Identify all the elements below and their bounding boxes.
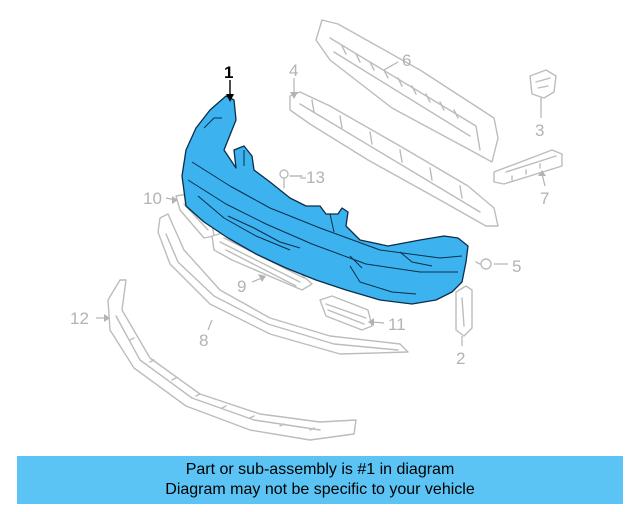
callout-labels: 1 2 3 4 5 6 7 8 9 10 11 12 13 (70, 51, 549, 368)
callout-3: 3 (535, 121, 544, 140)
part-2-bracket (455, 285, 473, 337)
callout-8: 8 (199, 331, 208, 350)
callout-12: 12 (70, 309, 89, 328)
part-13-bolt (279, 169, 303, 189)
callout-5: 5 (512, 257, 521, 276)
callout-10: 10 (143, 189, 162, 208)
part-12-lip-strip (107, 279, 357, 441)
banner-line-2: Diagram may not be specific to your vehi… (165, 481, 475, 498)
callout-1: 1 (224, 63, 233, 82)
banner-line-1: Part or sub-assembly is #1 in diagram (185, 461, 455, 478)
part-9-center-grille (211, 231, 313, 291)
parts-diagram: 1 2 3 4 5 6 7 8 9 10 11 12 13 (70, 19, 563, 441)
part-6-impact-bar (315, 19, 499, 163)
callout-2: 2 (456, 349, 465, 368)
callout-6: 6 (402, 51, 411, 70)
part-8-lower-spoiler (157, 213, 409, 355)
callout-11: 11 (388, 315, 406, 334)
callout-4: 4 (289, 61, 298, 80)
part-1-bumper-cover (181, 95, 469, 305)
part-11-right-grille (319, 295, 373, 331)
leader-lines (96, 61, 546, 346)
part-4-absorber (289, 91, 499, 227)
callout-7: 7 (540, 189, 549, 208)
callout-9: 9 (237, 277, 246, 296)
callout-13: 13 (306, 168, 325, 187)
part-5-clip (475, 258, 492, 270)
part-3-bracket (529, 69, 557, 111)
info-banner: Part or sub-assembly is #1 in diagram Di… (17, 456, 623, 504)
part-7-side-bracket (493, 149, 563, 185)
